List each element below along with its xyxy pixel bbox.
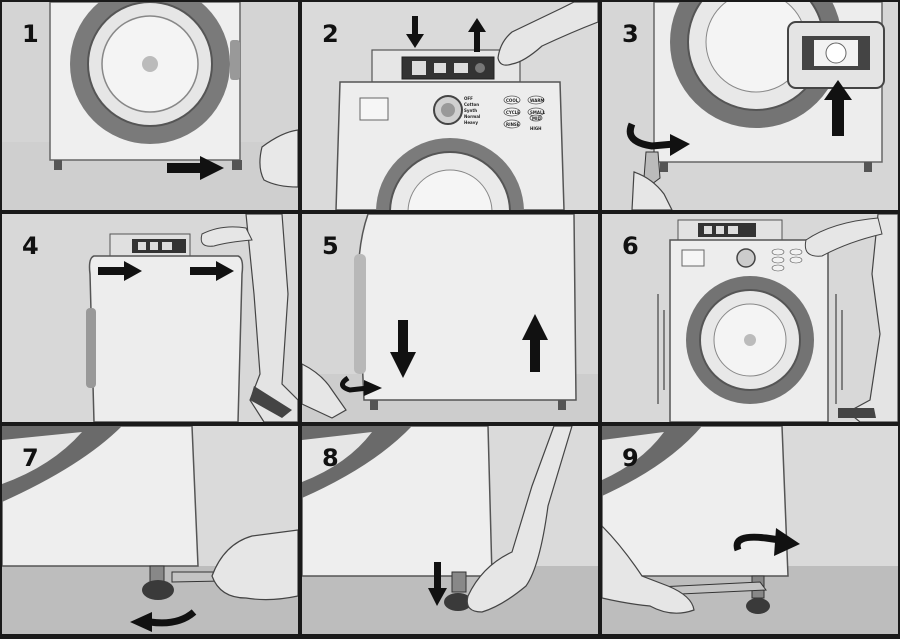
step-panel-8: 8 bbox=[302, 426, 598, 634]
step-panel-6: 6 bbox=[602, 214, 898, 422]
option-label: SMALL bbox=[530, 110, 546, 115]
arrow-down bbox=[406, 16, 424, 48]
step-7-illustration bbox=[2, 426, 298, 634]
step-3-illustration bbox=[602, 2, 898, 210]
leveling-foot bbox=[451, 571, 467, 593]
step-number: 8 bbox=[322, 444, 339, 472]
shake-lines bbox=[657, 294, 843, 404]
dial-label: Synth bbox=[464, 108, 478, 113]
option-label: COOL bbox=[506, 98, 519, 103]
step-number: 4 bbox=[22, 232, 39, 260]
hand bbox=[497, 2, 598, 66]
step-8-illustration bbox=[302, 426, 598, 634]
arrow-right bbox=[190, 261, 234, 281]
rotate-arrow bbox=[340, 375, 382, 396]
arrow-up bbox=[468, 18, 486, 52]
machine-body bbox=[88, 255, 244, 422]
hand bbox=[466, 426, 573, 613]
leveling-foot bbox=[149, 565, 165, 583]
dial-label: OFF bbox=[464, 96, 473, 101]
step-2-illustration bbox=[302, 2, 598, 210]
machine-foot bbox=[54, 160, 62, 170]
step-number: 9 bbox=[622, 444, 639, 472]
step-panel-4: 4 bbox=[2, 214, 298, 422]
arrow-right bbox=[167, 156, 224, 180]
step-panel-1: 1 bbox=[2, 2, 298, 210]
dial-label: Normal bbox=[464, 114, 481, 119]
option-buttons bbox=[503, 95, 545, 129]
step-number: 6 bbox=[622, 232, 639, 260]
step-number: 7 bbox=[22, 444, 39, 472]
hand bbox=[602, 525, 695, 614]
step-panel-3: 3 bbox=[602, 2, 898, 210]
hand bbox=[259, 129, 298, 188]
step-panel-5: 5 bbox=[302, 214, 598, 422]
inset-detail bbox=[787, 21, 885, 89]
dial-label: Heavy bbox=[464, 120, 478, 125]
arrow-down bbox=[428, 562, 447, 606]
hand bbox=[302, 363, 347, 419]
option-label: MID bbox=[532, 116, 541, 121]
arrow-up bbox=[824, 80, 852, 136]
step-number: 3 bbox=[622, 20, 639, 48]
arrow-down bbox=[390, 320, 416, 378]
wrench bbox=[643, 151, 661, 185]
arrow-up bbox=[522, 314, 548, 372]
option-label: WARM bbox=[530, 98, 545, 103]
step-number: 1 bbox=[22, 20, 39, 48]
rotate-arrow bbox=[130, 609, 197, 632]
option-label: RINSE bbox=[506, 122, 520, 127]
option-label: HIGH bbox=[530, 126, 542, 131]
step-number: 5 bbox=[322, 232, 339, 260]
step-4-illustration bbox=[2, 214, 298, 422]
arrow-right bbox=[98, 261, 142, 281]
hand bbox=[211, 529, 298, 601]
step-panel-2: 2 bbox=[302, 2, 598, 210]
hand bbox=[631, 171, 673, 210]
rotate-arrow bbox=[733, 528, 800, 556]
step-number: 2 bbox=[322, 20, 339, 48]
step-panel-9: 9 bbox=[602, 426, 898, 634]
step-panel-7: 7 bbox=[2, 426, 298, 634]
person bbox=[245, 214, 298, 422]
option-label: CYCLE bbox=[506, 110, 520, 115]
dial-label: Cotton bbox=[464, 102, 480, 107]
step-6-illustration bbox=[602, 214, 898, 422]
step-5-illustration bbox=[302, 214, 598, 422]
rotate-arrow bbox=[626, 122, 690, 156]
step-9-illustration bbox=[602, 426, 898, 634]
machine-side bbox=[357, 214, 577, 401]
step-1-illustration bbox=[2, 2, 298, 210]
